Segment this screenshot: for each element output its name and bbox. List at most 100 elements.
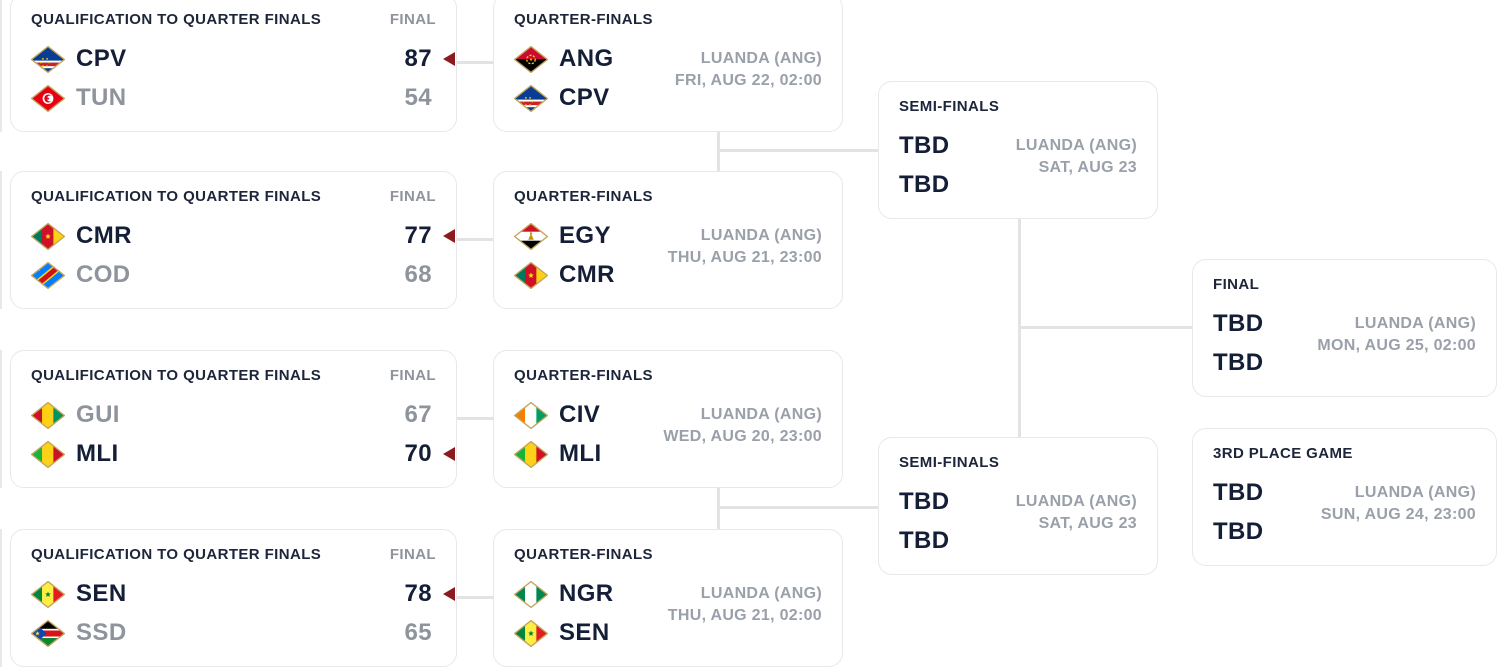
flag-icon-ssd [31, 619, 65, 647]
card-title: QUARTER-FINALS [514, 189, 822, 205]
round-label: SEMI-FINALS [899, 98, 1000, 115]
team-row: TBD [1193, 515, 1496, 549]
winner-arrow-icon [443, 229, 455, 243]
venue-info: LUANDA (ANG)FRI, AUG 22, 02:00 [675, 48, 822, 92]
match-datetime: WED, AUG 20, 23:00 [663, 428, 822, 445]
round-label: 3RD PLACE GAME [1213, 445, 1353, 462]
team-row: TBD [1193, 307, 1496, 341]
venue-info: LUANDA (ANG)SAT, AUG 23 [1016, 491, 1137, 535]
team-score: 65 [404, 619, 432, 646]
flag-icon-cod [31, 261, 65, 289]
team-code: CMR [559, 261, 615, 288]
venue-name: LUANDA (ANG) [700, 227, 822, 244]
flag-icon-cmr [31, 222, 65, 250]
flag-icon-ang [514, 45, 548, 73]
round-label: QUALIFICATION TO QUARTER FINALS [31, 11, 322, 28]
team-code: TBD [899, 171, 950, 198]
match-status-label: FINAL [389, 546, 436, 563]
flag-icon-cpv [31, 45, 65, 73]
venue-name: LUANDA (ANG) [1354, 484, 1476, 501]
team-row: TBD [879, 168, 1157, 202]
round-label: QUALIFICATION TO QUARTER FINALS [31, 367, 322, 384]
card-title: FINAL [1213, 277, 1476, 293]
team-row: GUI 67 [11, 398, 456, 432]
round-label: QUARTER-FINALS [514, 367, 653, 384]
team-code: MLI [559, 440, 602, 467]
venue-name: LUANDA (ANG) [1015, 137, 1137, 154]
team-code: TBD [899, 488, 950, 515]
round-label: QUARTER-FINALS [514, 188, 653, 205]
team-score: 67 [404, 401, 432, 428]
connector-line [457, 417, 493, 420]
team-row: CMR [494, 258, 842, 292]
match-datetime: THU, AUG 21, 02:00 [667, 607, 822, 624]
venue-info: LUANDA (ANG)WED, AUG 20, 23:00 [663, 404, 822, 448]
match-datetime: FRI, AUG 22, 02:00 [674, 72, 822, 89]
team-code: NGR [559, 580, 614, 607]
team-code: CPV [559, 84, 610, 111]
team-code: TBD [899, 527, 950, 554]
venue-info: LUANDA (ANG)THU, AUG 21, 02:00 [668, 583, 822, 627]
round-label: QUALIFICATION TO QUARTER FINALS [31, 546, 322, 563]
team-row: TBD [879, 129, 1157, 163]
team-row: NGR [494, 577, 842, 611]
match-card-quarterfinal-2[interactable]: QUARTER-FINALS EGY CMR LUANDA (ANG) THU, AUG… [493, 171, 843, 309]
flag-icon-mli [514, 440, 548, 468]
team-row: SEN [494, 616, 842, 650]
team-row: CIV [494, 398, 842, 432]
team-code: GUI [76, 401, 120, 428]
match-datetime: MON, AUG 25, 02:00 [1317, 337, 1476, 354]
team-score: 54 [404, 84, 432, 111]
team-code: SSD [76, 619, 127, 646]
cutoff-card-edge [0, 350, 2, 488]
connector-line [457, 61, 493, 64]
team-code: TBD [1213, 349, 1264, 376]
match-datetime: THU, AUG 21, 23:00 [667, 249, 822, 266]
team-row: EGY [494, 219, 842, 253]
team-code: EGY [559, 222, 611, 249]
team-code: MLI [76, 440, 119, 467]
connector-line [457, 238, 493, 241]
match-card-quarterfinal-3[interactable]: QUARTER-FINALS CIV MLI LUANDA (ANG)WED, AUG… [493, 350, 843, 488]
team-row: CPV [494, 81, 842, 115]
flag-icon-sen [31, 580, 65, 608]
team-score: 87 [404, 45, 432, 72]
flag-icon-gui [31, 401, 65, 429]
team-row: TBD [1193, 346, 1496, 380]
team-score: 70 [404, 440, 432, 467]
team-code: SEN [76, 580, 127, 607]
winner-arrow-icon [443, 587, 455, 601]
venue-info: LUANDA (ANG)SAT, AUG 23 [1016, 135, 1137, 179]
card-title: QUALIFICATION TO QUARTER FINALS FINAL [31, 547, 436, 563]
venue-name: LUANDA (ANG) [1015, 493, 1137, 510]
team-row: MLI [494, 437, 842, 471]
flag-icon-ngr [514, 580, 548, 608]
venue-name: LUANDA (ANG) [1354, 315, 1476, 332]
cutoff-card-edge [0, 529, 2, 667]
team-row: TBD [1193, 476, 1496, 510]
team-row: SSD 65 [11, 616, 456, 650]
match-datetime: SUN, AUG 24, 23:00 [1320, 506, 1476, 523]
match-status-label: FINAL [389, 188, 436, 205]
flag-icon-civ [514, 401, 548, 429]
winner-arrow-icon [443, 52, 455, 66]
flag-icon-tun [31, 84, 65, 112]
